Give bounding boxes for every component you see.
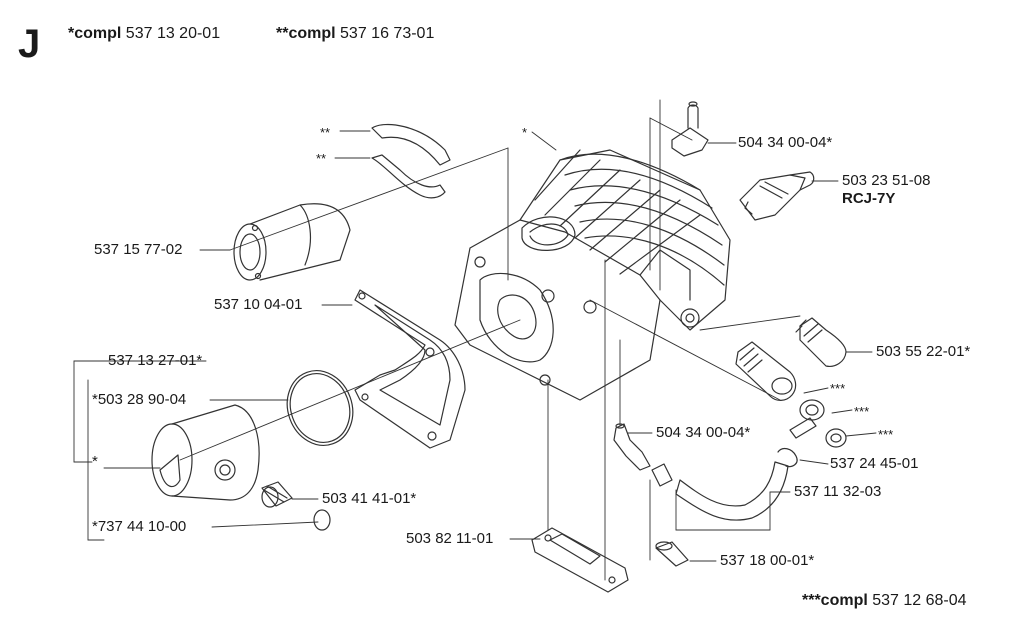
marker-clamp-b: ** [316, 151, 327, 166]
footer-kit: ***compl 537 12 68-04 [802, 592, 967, 610]
piston [151, 404, 260, 501]
piston-pin-clip [313, 509, 331, 531]
footer-prefix: ***compl [802, 592, 868, 609]
plug [655, 541, 689, 567]
decompression-valve [795, 317, 847, 367]
label-clamp: 537 24 45-01 [830, 455, 919, 472]
section-letter: J [18, 22, 41, 66]
cylinder-gasket [354, 289, 466, 449]
spark-plug [739, 171, 815, 221]
label-bearing: 503 41 41-01* [322, 490, 417, 507]
label-hose: 537 11 32-03 [794, 483, 882, 500]
label-plug: 537 18 00-01* [720, 552, 815, 569]
piston-ring [286, 370, 354, 446]
clamps [371, 123, 451, 199]
marker-valve-3: *** [878, 427, 894, 442]
label-nipple-bottom: 504 34 00-04* [656, 424, 751, 441]
cylinder [454, 149, 731, 401]
footer-number: 537 12 68-04 [872, 592, 967, 609]
kit-1-number: 537 13 20-01 [125, 25, 221, 42]
label-intake: 537 15 77-02 [94, 241, 183, 258]
marker-valve-2: *** [854, 404, 870, 419]
label-piston-kit: 537 13 27-01* [108, 352, 203, 369]
kit-2-number: 537 16 73-01 [340, 25, 435, 42]
marker-cylinder: * [522, 125, 528, 140]
header-kit-1: *compl 537 13 20-01 [68, 25, 220, 43]
top-nipple [671, 101, 709, 157]
base-gasket [531, 527, 629, 593]
fuel-hose [651, 461, 789, 521]
label-gasket: 537 10 04-01 [214, 296, 303, 313]
needle-bearing [261, 481, 293, 508]
bottom-nipple [613, 423, 651, 471]
label-base-gasket: 503 82 11-01 [406, 530, 494, 547]
marker-valve-1: *** [830, 381, 846, 396]
header-kit-2: **compl 537 16 73-01 [276, 25, 434, 43]
label-piston-star: * [92, 453, 98, 470]
intake-manifold [233, 203, 351, 281]
label-pin-clip: *737 44 10-00 [92, 518, 187, 535]
marker-clamp-a: ** [320, 125, 331, 140]
label-ring: *503 28 90-04 [92, 391, 187, 408]
label-spark-plug-type: RCJ-7Y [842, 190, 896, 207]
leader-lines [73, 99, 877, 581]
label-decomp-valve: 503 55 22-01* [876, 343, 971, 360]
label-nipple-top: 504 34 00-04* [738, 134, 833, 151]
valve-assembly [735, 341, 847, 448]
kit-1-prefix: *compl [68, 25, 122, 42]
hose-clamp [777, 447, 798, 468]
kit-2-prefix: **compl [276, 25, 336, 42]
label-spark-plug: 503 23 51-08 [842, 172, 931, 189]
